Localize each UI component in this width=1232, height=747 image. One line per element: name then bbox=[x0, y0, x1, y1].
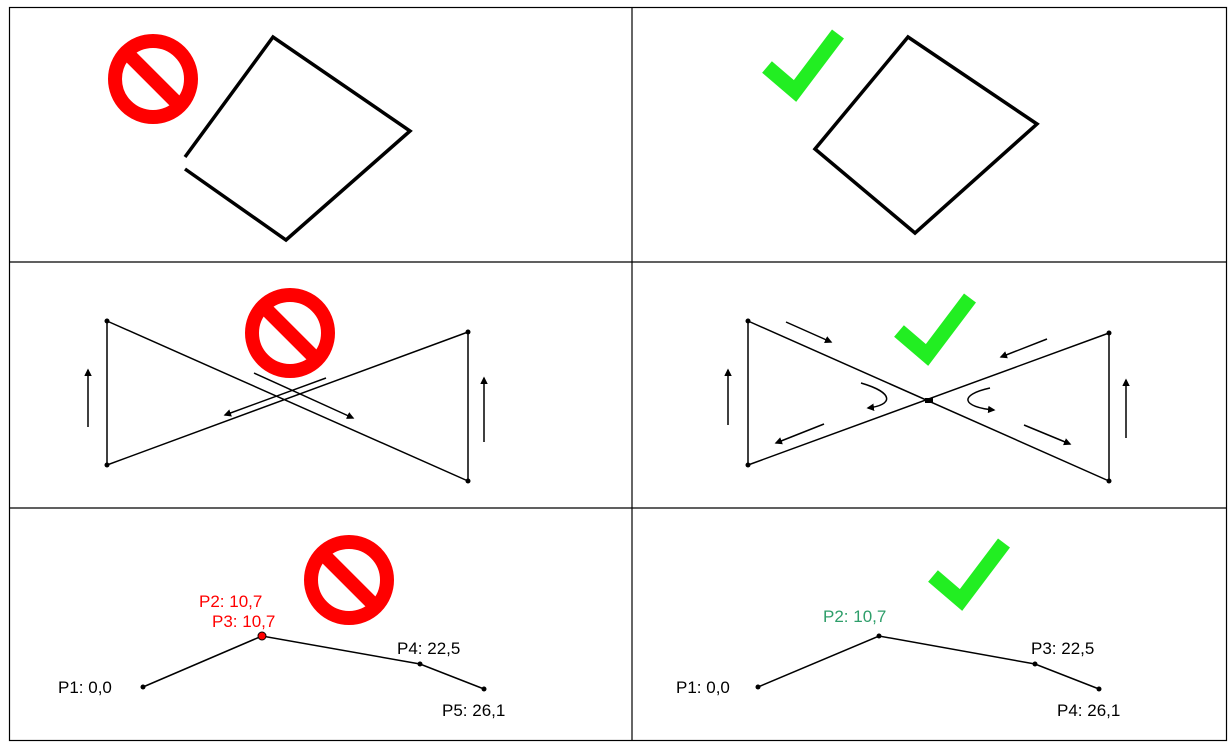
open-polygon-outline bbox=[183, 34, 413, 243]
cell-r2-left bbox=[84, 288, 488, 484]
bowtie-polygon bbox=[106, 319, 469, 483]
vertex-dots bbox=[745, 318, 1112, 484]
no-entry-icon bbox=[108, 34, 198, 124]
cell-r3-right: P1: 0,0 P2: 10,7 P3: 22,5 P4: 26,1 bbox=[676, 538, 1120, 720]
no-entry-icon bbox=[245, 288, 335, 378]
checkmark-icon bbox=[928, 538, 1010, 611]
polyline-path bbox=[142, 635, 485, 690]
vertex-dots bbox=[755, 633, 1102, 692]
label-p3: P3: 22,5 bbox=[1031, 639, 1094, 658]
cell-r2-right bbox=[724, 293, 1130, 484]
vertex-dots bbox=[140, 661, 487, 692]
closed-polygon-outline bbox=[812, 34, 1040, 236]
label-p2: P2: 10,7 bbox=[823, 607, 886, 626]
polyline-path bbox=[757, 635, 1100, 690]
checkmark-icon bbox=[762, 29, 844, 102]
cell-r1-left bbox=[108, 34, 413, 243]
label-p3: P3: 10,7 bbox=[212, 612, 275, 631]
label-p2: P2: 10,7 bbox=[199, 592, 262, 611]
no-entry-icon bbox=[304, 535, 394, 625]
vertex-dots bbox=[104, 318, 471, 484]
cell-r1-right bbox=[762, 29, 1040, 236]
label-p5: P5: 26,1 bbox=[442, 701, 505, 720]
direction-arrows bbox=[84, 368, 488, 442]
table-grid bbox=[8, 6, 1228, 742]
label-p1: P1: 0,0 bbox=[676, 678, 730, 697]
label-p1: P1: 0,0 bbox=[58, 678, 112, 697]
checkmark-icon bbox=[894, 293, 976, 366]
duplicate-point-marker bbox=[257, 631, 267, 641]
direction-arrows bbox=[724, 321, 1130, 446]
label-p4: P4: 22,5 bbox=[397, 639, 460, 658]
cell-r3-left: P1: 0,0 P2: 10,7 P3: 10,7 P4: 22,5 P5: 2… bbox=[58, 535, 505, 720]
label-p4: P4: 26,1 bbox=[1057, 701, 1120, 720]
